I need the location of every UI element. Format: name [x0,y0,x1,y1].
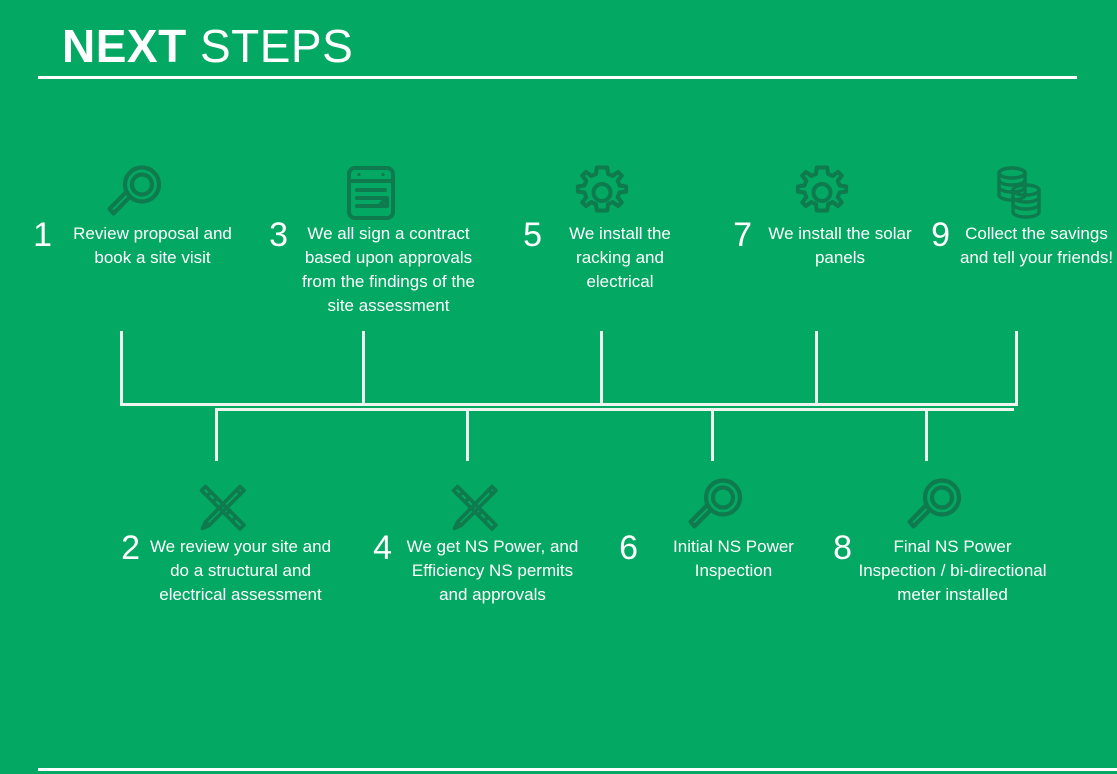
connector-tick-step-8 [925,409,928,461]
step-number-2: 2 [121,529,140,567]
contract-document-icon [258,160,483,222]
step-number-9: 9 [931,216,950,254]
step-text-7: We install the solar panels [768,224,912,267]
step-number-7: 7 [733,216,752,254]
step-text-6: Initial NS Power Inspection [673,537,794,580]
step-number-5: 5 [523,216,542,254]
connector-tick-step-4 [466,409,469,461]
step-body-9: 9 Collect the savings and tell your frie… [920,218,1117,270]
step-body-3: 3 We all sign a contract based upon appr… [258,218,483,318]
page-title-strong: NEXT [62,20,187,72]
magnifier-icon [608,473,823,535]
step-number-3: 3 [269,216,288,254]
timeline-lower-rail [215,408,1014,411]
step-body-8: 8 Final NS Power Inspection / bi-directi… [822,531,1047,607]
page-title: NEXT STEPS [62,16,1082,76]
connector-tick-step-3 [362,331,365,405]
page-title-light: STEPS [186,20,354,72]
step-body-1: 1 Review proposal and book a site visit [22,218,247,270]
timeline-upper-rail [120,403,1018,406]
connector-tick-step-5 [600,331,603,405]
connector-tick-step-1 [120,331,123,405]
step-body-4: 4 We get NS Power, and Efficiency NS per… [362,531,587,607]
page-header: NEXT STEPS [38,16,1082,86]
gear-icon [722,160,922,222]
footer-divider [38,768,1117,771]
pencil-ruler-icon [362,473,587,535]
step-text-1: Review proposal and book a site visit [73,224,232,267]
step-text-2: We review your site and do a structural … [149,537,332,604]
step-body-6: 6 Initial NS Power Inspection [608,531,823,583]
step-text-3: We all sign a contract based upon approv… [302,224,475,315]
connector-tick-step-9 [1015,331,1018,405]
step-body-7: 7 We install the solar panels [722,218,922,270]
pencil-ruler-icon [110,473,335,535]
step-body-2: 2 We review your site and do a structura… [110,531,335,607]
step-text-5: We install the racking and electrical [569,224,671,291]
step-number-6: 6 [619,529,638,567]
coins-stack-icon [920,160,1117,222]
step-text-9: Collect the savings and tell your friend… [959,224,1114,267]
step-text-8: Final NS Power Inspection / bi-direction… [858,537,1047,604]
step-text-4: We get NS Power, and Efficiency NS permi… [406,537,579,604]
step-number-1: 1 [33,216,52,254]
gear-icon [512,160,692,222]
connector-tick-step-7 [815,331,818,405]
magnifier-icon [22,160,247,222]
step-number-8: 8 [833,529,852,567]
step-body-5: 5 We install the racking and electrical [512,218,692,294]
title-divider [38,76,1077,79]
connector-tick-step-6 [711,409,714,461]
step-number-4: 4 [373,529,392,567]
magnifier-icon [822,473,1047,535]
connector-tick-step-2 [215,409,218,461]
